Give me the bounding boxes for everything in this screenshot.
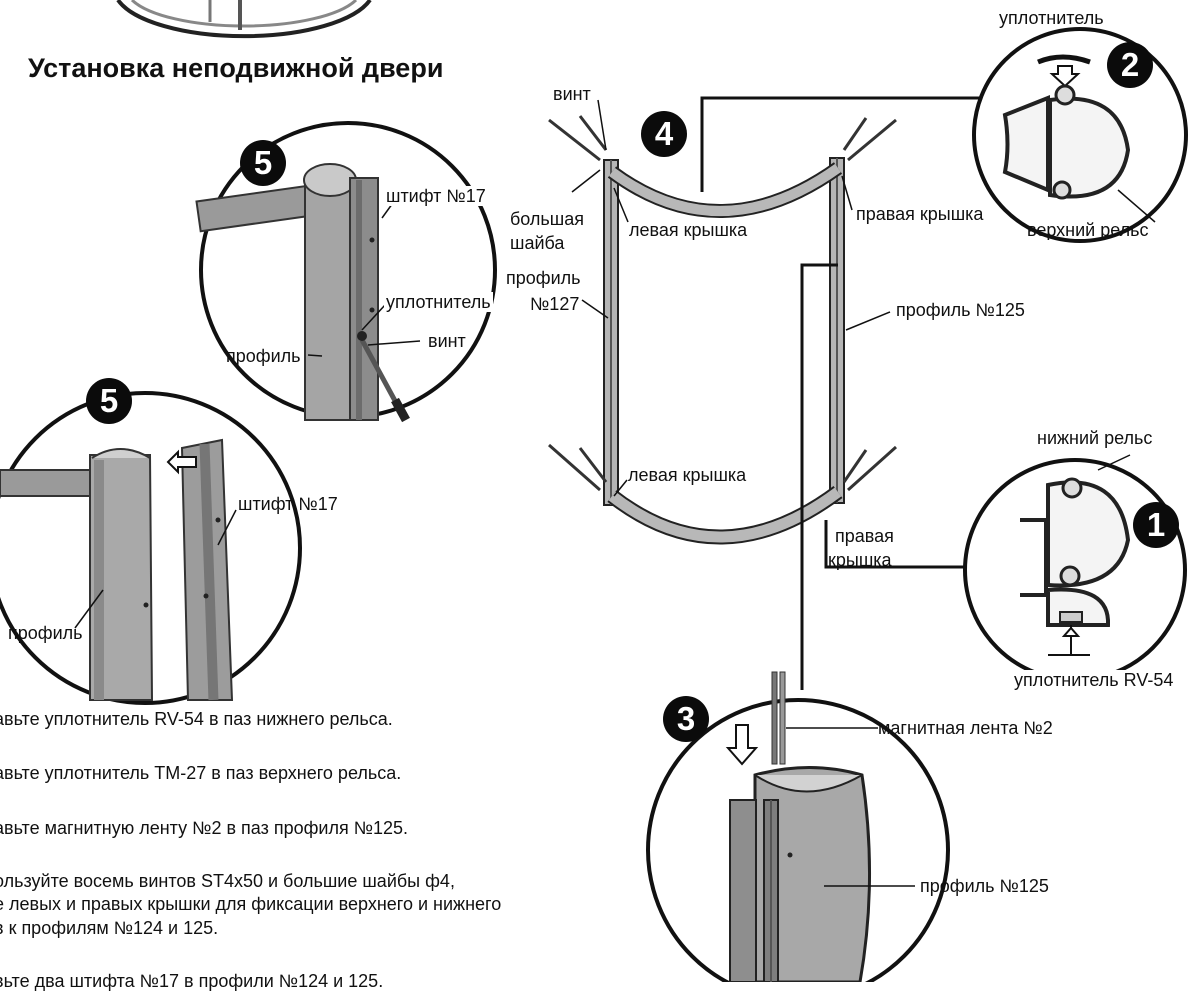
label-right-cover-bottom-line1: правая [835,526,894,546]
previous-figure-arc [116,0,372,39]
instruction-step: е левых и правых крышки для фиксации вер… [0,894,502,914]
step-badge-2: 2 [1107,42,1153,88]
label-right-cover-top: правая крышка [856,204,984,224]
instruction-step: авьте уплотнитель TM-27 в паз верхнего р… [0,763,402,783]
step-badge-5-bottom: 5 [86,378,132,424]
shower-frame [548,96,980,690]
label-profile127-line1: профиль [506,268,581,288]
step-badge-5-top: 5 [240,140,286,186]
label-upper-rail: верхний рельс [1027,220,1149,240]
detail-5-bottom-circle [0,391,302,705]
instruction-step: вьте два штифта №17 в профили №124 и 125… [0,971,384,991]
label-screw-detail5: винт [426,331,468,351]
label-lower-rail: нижний рельс [1037,428,1153,448]
label-profile125-frame: профиль №125 [896,300,1025,320]
detail-5-top-circle [195,121,497,423]
label-profile127-line2: №127 [530,294,580,314]
step-badge-1: 1 [1133,502,1179,548]
label-seal-rv54: уплотнитель RV-54 [1012,670,1176,690]
label-seal-detail5: уплотнитель [384,292,493,312]
label-left-cover-bottom: левая крышка [628,465,747,485]
detail-1-circle [963,454,1187,682]
label-profile125-detail3: профиль №125 [920,876,1049,896]
instruction-step: ользуйте восемь винтов ST4x50 и большие … [0,871,455,891]
label-pin17-top: штифт №17 [384,186,488,206]
label-big-washer-line1: большая [510,209,585,229]
instruction-step: авьте уплотнитель RV-54 в паз нижнего ре… [0,709,393,729]
label-big-washer-line2: шайба [510,233,565,253]
step-badge-3: 3 [663,696,709,742]
detail-2-circle [972,27,1188,243]
label-screw-top: винт [553,84,591,104]
instruction-step: в к профилям №124 и 125. [0,918,219,938]
label-pin17-bottom: штифт №17 [238,494,338,514]
label-left-cover-top: левая крышка [629,220,748,240]
label-right-cover-bottom-line2: крышка [828,550,892,570]
detail-3-circle [646,671,950,982]
label-profile-detail5-top: профиль [226,346,301,366]
label-magnetic-tape: магнитная лента №2 [878,718,1053,738]
label-seal-top: уплотнитель [999,8,1104,28]
label-profile-detail5-bottom: профиль [8,623,83,643]
page-title: Установка неподвижной двери [28,53,444,83]
instruction-step: авьте магнитную ленту №2 в паз профиля №… [0,818,409,838]
step-badge-4: 4 [641,111,687,157]
